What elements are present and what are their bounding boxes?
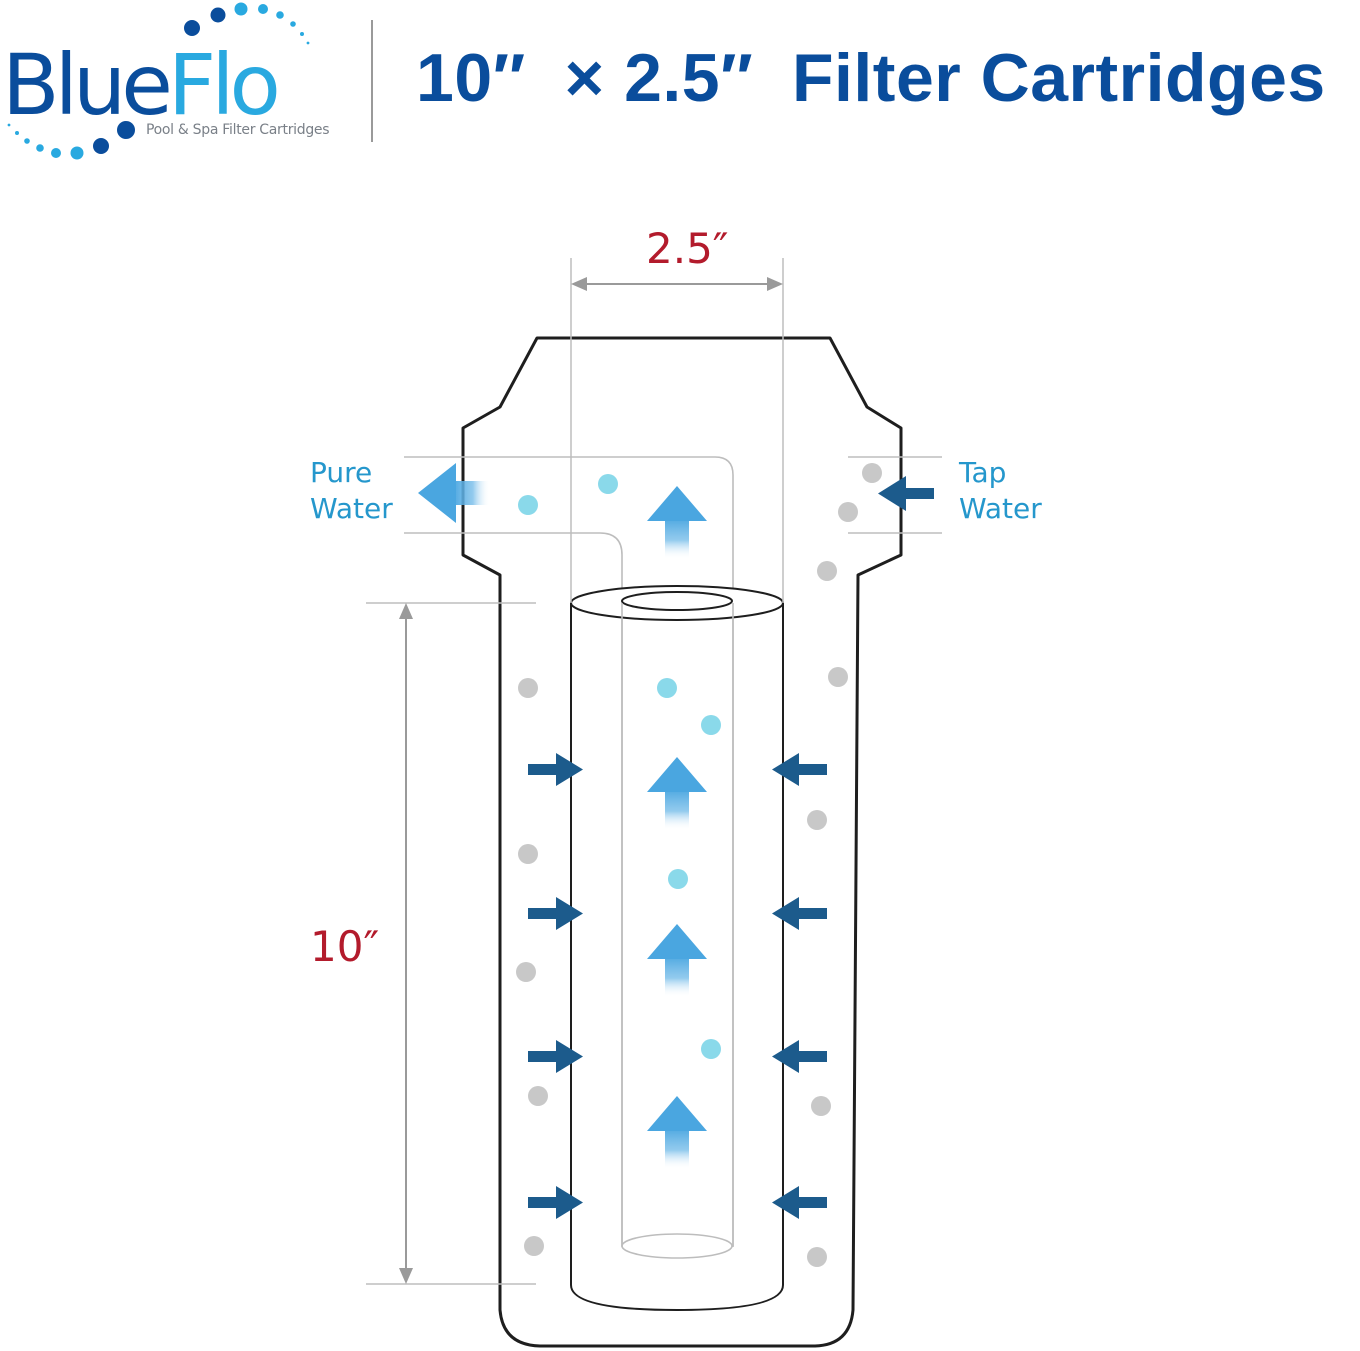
dirty-particle [811, 1096, 831, 1116]
clean-particle [701, 1039, 721, 1059]
logo-wordmark: BlueFlo [2, 35, 281, 135]
cartridge-core-bottom [621, 1233, 733, 1259]
header-divider [371, 20, 373, 142]
inflow-arrow-right [528, 897, 583, 930]
housing-outline [461, 336, 903, 1348]
outlet-label-line2: Water [310, 492, 393, 525]
dirty-particle [828, 667, 848, 687]
logo-bubble-dots [7, 2, 310, 160]
dirty-particle [817, 561, 837, 581]
outlet-channel-inner [404, 532, 623, 1247]
inlet-label-line2: Water [959, 492, 1042, 525]
width-dimension-label: 2.5″ [646, 224, 729, 273]
inflow-arrow-left [772, 1186, 827, 1219]
dirty-water-particles [516, 463, 882, 1267]
dirty-particle [807, 810, 827, 830]
outlet-label-line1: Pure [310, 456, 373, 489]
logo-word-flo: Flo [167, 36, 281, 134]
dirty-particle [807, 1247, 827, 1267]
cartridge-body [570, 603, 784, 1312]
height-dimension-label: 10″ [310, 922, 380, 971]
blueflo-logo[interactable]: BlueFlo Pool & Spa Filter Cartridges [0, 0, 330, 170]
clean-particle [701, 715, 721, 735]
up-flow-arrows [647, 486, 707, 1169]
dirty-particle [862, 463, 882, 483]
inflow-arrow-right [528, 753, 583, 786]
dirty-particle [518, 844, 538, 864]
inflow-arrow-left [772, 1040, 827, 1073]
clean-particle [668, 869, 688, 889]
outlet-channel [404, 456, 734, 1247]
inlet-label-line1: Tap [959, 456, 1007, 489]
up-flow-arrow [647, 924, 707, 997]
clean-water-particles [518, 474, 721, 1059]
pure-water-arrow [418, 463, 490, 523]
inflow-arrow-left [772, 897, 827, 930]
dirty-particle [524, 1236, 544, 1256]
page-title: 10″ × 2.5″ Filter Cartridges [416, 40, 1326, 116]
up-flow-arrow [647, 486, 707, 559]
clean-particle [598, 474, 618, 494]
height-dimension-arrow [399, 603, 413, 1284]
up-flow-arrow [647, 757, 707, 830]
cartridge-core-opening [621, 591, 733, 611]
clean-particle [518, 495, 538, 515]
inflow-arrows-left [528, 753, 583, 1219]
header: BlueFlo Pool & Spa Filter Cartridges 10″… [0, 0, 1360, 170]
up-flow-arrow [647, 1096, 707, 1169]
logo-tagline: Pool & Spa Filter Cartridges [146, 122, 330, 138]
tap-water-arrow [878, 476, 934, 511]
inflow-arrows-right [772, 753, 827, 1219]
inflow-arrow-right [528, 1186, 583, 1219]
dirty-particle [518, 678, 538, 698]
inflow-arrow-right [528, 1040, 583, 1073]
clean-particle [657, 678, 677, 698]
logo-word-blue: Blue [2, 36, 173, 134]
inflow-arrow-left [772, 753, 827, 786]
width-dimension-arrow [571, 277, 783, 291]
dirty-particle [838, 502, 858, 522]
dirty-particle [516, 962, 536, 982]
dirty-particle [528, 1086, 548, 1106]
